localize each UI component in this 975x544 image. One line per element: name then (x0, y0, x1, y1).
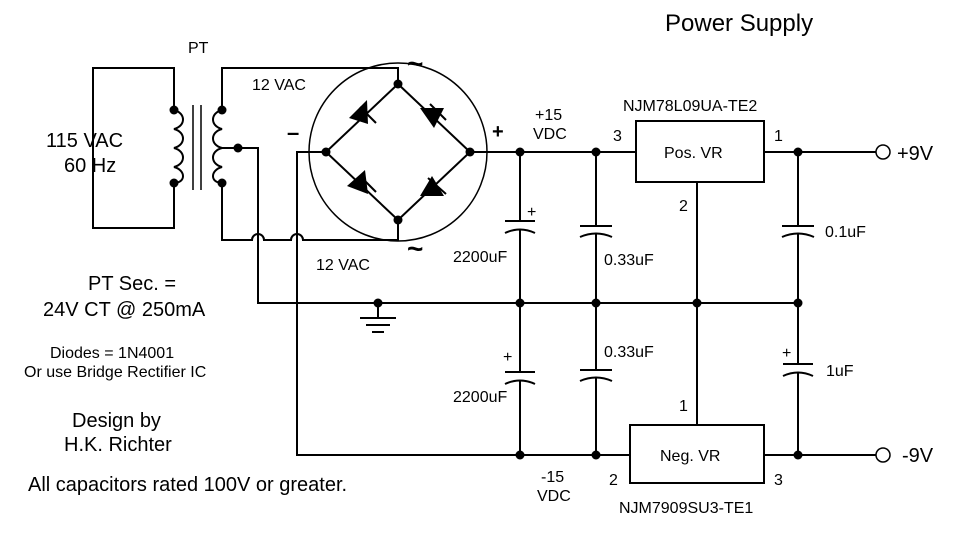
design-credit-2: H.K. Richter (64, 434, 172, 456)
c4-polarity: + (503, 349, 512, 366)
secondary-note-1: PT Sec. = (88, 273, 176, 295)
pos-reg-pin-in: 3 (613, 128, 622, 145)
c5-value: 0.33uF (604, 344, 654, 361)
neg-reg-name: Neg. VR (660, 448, 720, 465)
diodes-note-2: Or use Bridge Rectifier IC (24, 364, 206, 381)
c2-value: 0.33uF (604, 252, 654, 269)
pos-reg-pin-out: 1 (774, 128, 783, 145)
diode-1 (349, 100, 377, 124)
capacitor-c6 (782, 303, 814, 455)
pos-reg-pin-gnd: 2 (679, 198, 688, 215)
bridge-minus: – (287, 120, 299, 145)
transformer-primary (92, 67, 184, 229)
negative-rail (515, 450, 630, 460)
diode-3 (347, 170, 377, 194)
c6-polarity: + (782, 345, 791, 362)
ac-tilde-bottom: ~ (407, 233, 423, 264)
c4-value: 2200uF (453, 389, 507, 406)
neg-reg-pin-gnd: 1 (679, 398, 688, 415)
pos-reg-name: Pos. VR (664, 145, 723, 162)
pos-rail-voltage: +15 (535, 107, 562, 124)
primary-voltage: 115 VAC (46, 130, 123, 152)
pos-output-label: +9V (897, 143, 934, 165)
capacitor-c2 (579, 152, 613, 303)
neg-rail-voltage: -15 (541, 469, 564, 486)
ac-label-top: 12 VAC (252, 77, 306, 94)
bridge-rectifier (296, 62, 520, 456)
diode-4 (420, 176, 447, 196)
capacitor-c5 (579, 303, 613, 455)
neg-reg-part: NJM7909SU3-TE1 (619, 500, 753, 517)
secondary-note-2: 24V CT @ 250mA (43, 299, 206, 321)
capacitor-rating-note: All capacitors rated 100V or greater. (28, 474, 347, 496)
ground-symbol (360, 303, 396, 333)
design-credit-1: Design by (72, 410, 161, 432)
neg-output-terminal (875, 447, 891, 463)
pos-regulator (635, 120, 891, 303)
pos-rail-unit: VDC (533, 126, 567, 143)
transformer-ref: PT (188, 40, 209, 57)
capacitor-c4 (504, 303, 536, 455)
transformer-core (192, 105, 202, 190)
neg-reg-pin-in: 2 (609, 472, 618, 489)
ground-rail (258, 298, 803, 308)
neg-regulator (629, 303, 891, 484)
diagram-title: Power Supply (665, 10, 813, 37)
capacitor-c1 (504, 152, 536, 303)
pos-output-terminal (875, 144, 891, 160)
pos-reg-part: NJM78L09UA-TE2 (623, 98, 757, 115)
ac-tilde-top: ~ (407, 48, 423, 79)
capacitor-c3 (781, 152, 815, 303)
c1-value: 2200uF (453, 249, 507, 266)
neg-reg-pin-out: 3 (774, 472, 783, 489)
neg-output-label: -9V (902, 445, 934, 467)
bridge-plus: + (492, 121, 504, 143)
neg-rail-unit: VDC (537, 488, 571, 505)
c6-value: 1uF (826, 363, 854, 380)
ac-label-bottom: 12 VAC (316, 257, 370, 274)
diode-2 (420, 103, 447, 128)
primary-frequency: 60 Hz (64, 155, 116, 177)
c3-value: 0.1uF (825, 224, 866, 241)
positive-rail (470, 147, 636, 157)
diodes-note-1: Diodes = 1N4001 (50, 345, 174, 362)
c1-polarity: + (527, 204, 536, 221)
